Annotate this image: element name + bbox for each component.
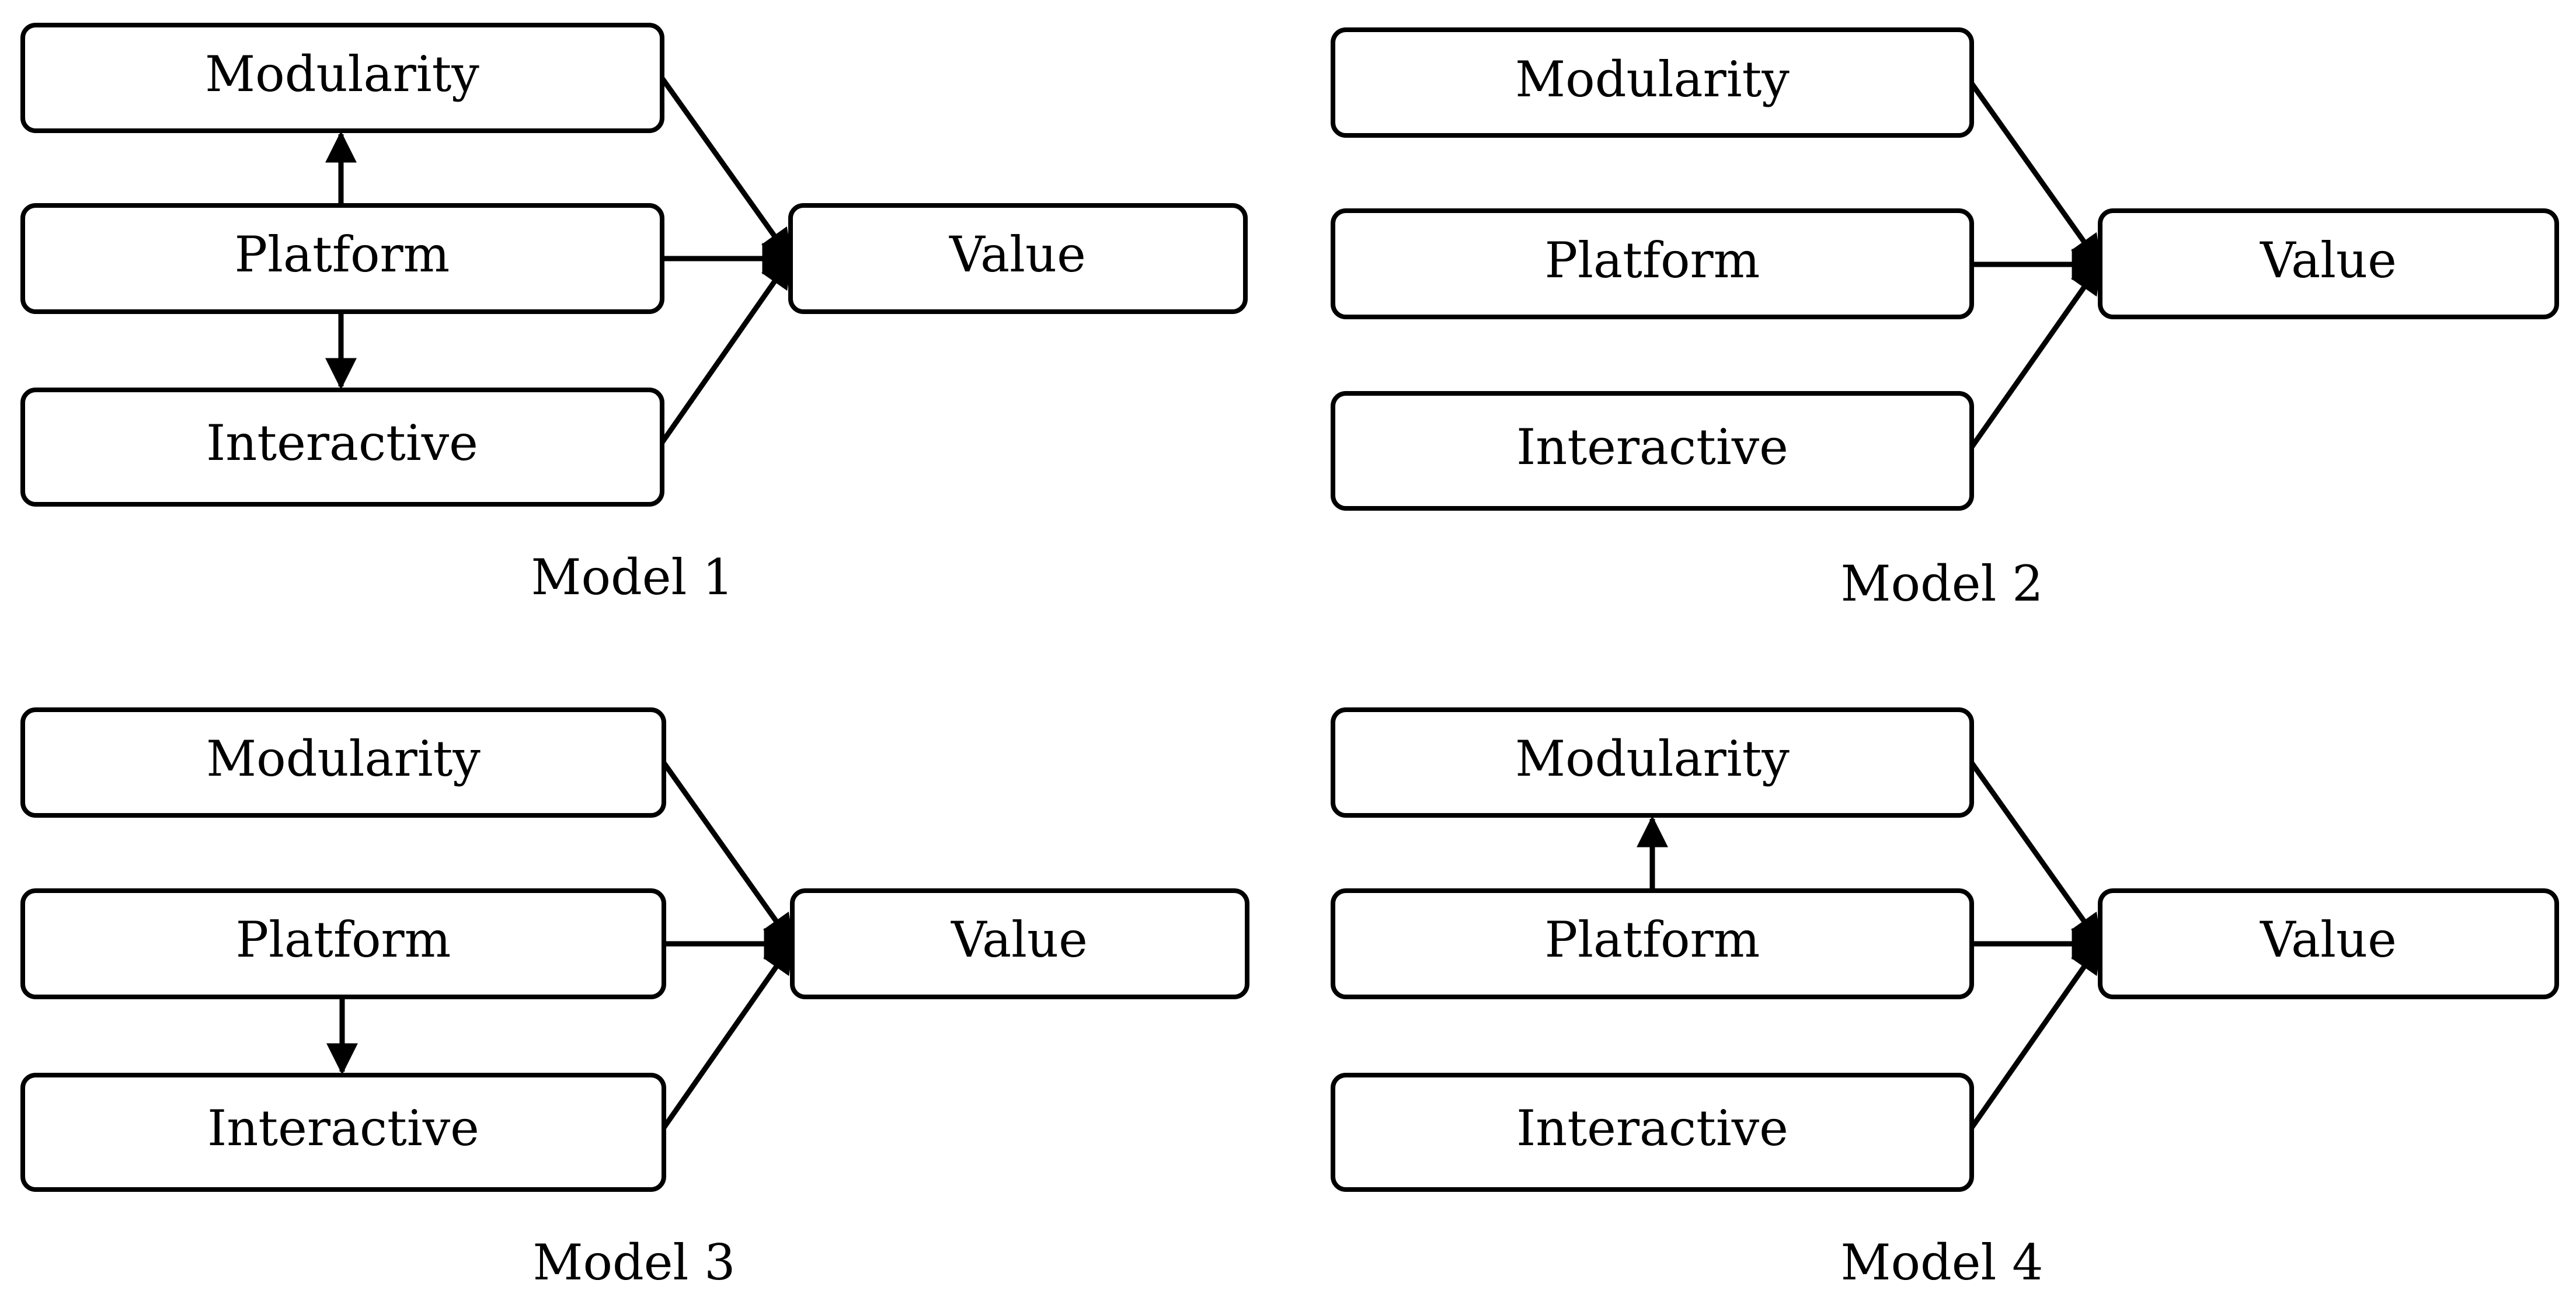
- model-2-caption: Model 2: [1840, 555, 2043, 612]
- node-value: [790, 888, 1249, 999]
- edge-interactive-to-value: [660, 256, 793, 444]
- node-value-label: Value: [951, 911, 1088, 968]
- node-platform-label: Platform: [236, 911, 451, 968]
- node-modularity-label: Modularity: [205, 46, 479, 103]
- node-interactive: [1331, 391, 1974, 511]
- model-2-panel: Modularity Platform Interactive Value Mo…: [1331, 27, 2559, 612]
- node-interactive: [20, 388, 664, 507]
- node-value: [2098, 208, 2559, 319]
- node-modularity-label: Modularity: [206, 730, 481, 787]
- model-3-caption: Model 3: [532, 1234, 735, 1291]
- node-platform: [20, 888, 666, 999]
- edge-modularity-to-value: [1969, 761, 2102, 947]
- node-platform-label: Platform: [1545, 911, 1760, 968]
- node-interactive: [20, 1073, 666, 1192]
- model-4-panel: Modularity Platform Interactive Value Mo…: [1331, 707, 2559, 1291]
- edge-modularity-to-value: [1969, 82, 2102, 267]
- model-1-panel: Modularity Platform Interactive Value Mo…: [20, 23, 1248, 606]
- node-platform-label: Platform: [1545, 232, 1760, 289]
- node-interactive-label: Interactive: [206, 414, 478, 472]
- node-value-label: Value: [2260, 232, 2397, 289]
- edge-interactive-to-value: [1969, 941, 2102, 1129]
- edge-modularity-to-value: [660, 76, 793, 261]
- node-interactive-label: Interactive: [1516, 418, 1788, 476]
- edge-modularity-to-value: [662, 761, 795, 947]
- node-interactive: [1331, 1073, 1974, 1192]
- node-modularity: [1331, 707, 1974, 818]
- node-platform: [1331, 208, 1974, 319]
- node-modularity-label: Modularity: [1515, 730, 1790, 787]
- model-3-panel: Modularity Platform Interactive Value Mo…: [20, 707, 1249, 1291]
- node-value-label: Value: [2260, 911, 2397, 968]
- node-platform-label: Platform: [235, 226, 450, 283]
- node-interactive-label: Interactive: [1516, 1100, 1788, 1157]
- model-4-caption: Model 4: [1840, 1234, 2043, 1291]
- node-value: [788, 203, 1248, 314]
- model-1-caption: Model 1: [531, 549, 733, 606]
- edge-interactive-to-value: [662, 941, 795, 1129]
- node-modularity: [1331, 27, 1974, 138]
- node-modularity: [20, 23, 664, 133]
- node-value-label: Value: [949, 226, 1086, 283]
- node-platform: [1331, 888, 1974, 999]
- node-modularity: [20, 707, 666, 818]
- node-platform: [20, 203, 664, 314]
- node-value: [2098, 888, 2559, 999]
- node-modularity-label: Modularity: [1515, 51, 1790, 108]
- node-interactive-label: Interactive: [207, 1100, 479, 1157]
- edge-interactive-to-value: [1969, 261, 2102, 449]
